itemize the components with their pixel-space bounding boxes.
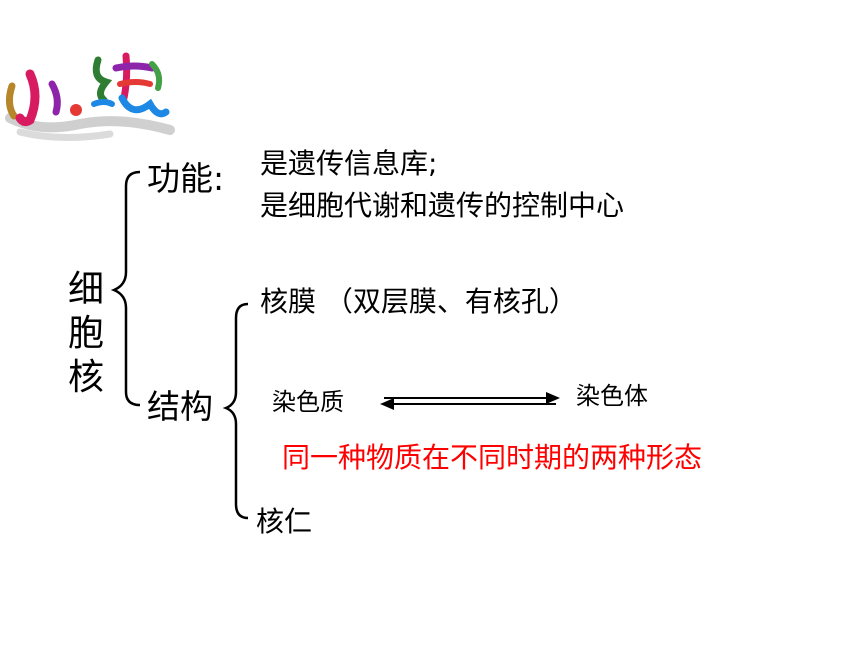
reversible-arrow [380, 392, 560, 410]
chromatin-note: 同一种物质在不同时期的两种形态 [282, 441, 703, 474]
title-glyph-jie [91, 52, 170, 118]
outer-brace [110, 170, 141, 407]
title-glyph-xiao [5, 69, 82, 127]
chromatin-label: 染色质 [272, 388, 344, 416]
title-art [5, 52, 175, 142]
inner-brace [222, 302, 249, 520]
structure-label: 结构 [147, 387, 213, 426]
chromosome-label: 染色体 [576, 382, 648, 410]
function-line-2: 是细胞代谢和遗传的控制中心 [260, 189, 625, 222]
nucleus-label: 细胞核 [67, 269, 104, 398]
nucleolus-label: 核仁 [256, 505, 313, 538]
function-line-1: 是遗传信息库; [260, 147, 438, 180]
function-label: 功能: [147, 159, 225, 198]
nuclear-membrane: 核膜 （双层膜、有核孔） [260, 285, 577, 318]
